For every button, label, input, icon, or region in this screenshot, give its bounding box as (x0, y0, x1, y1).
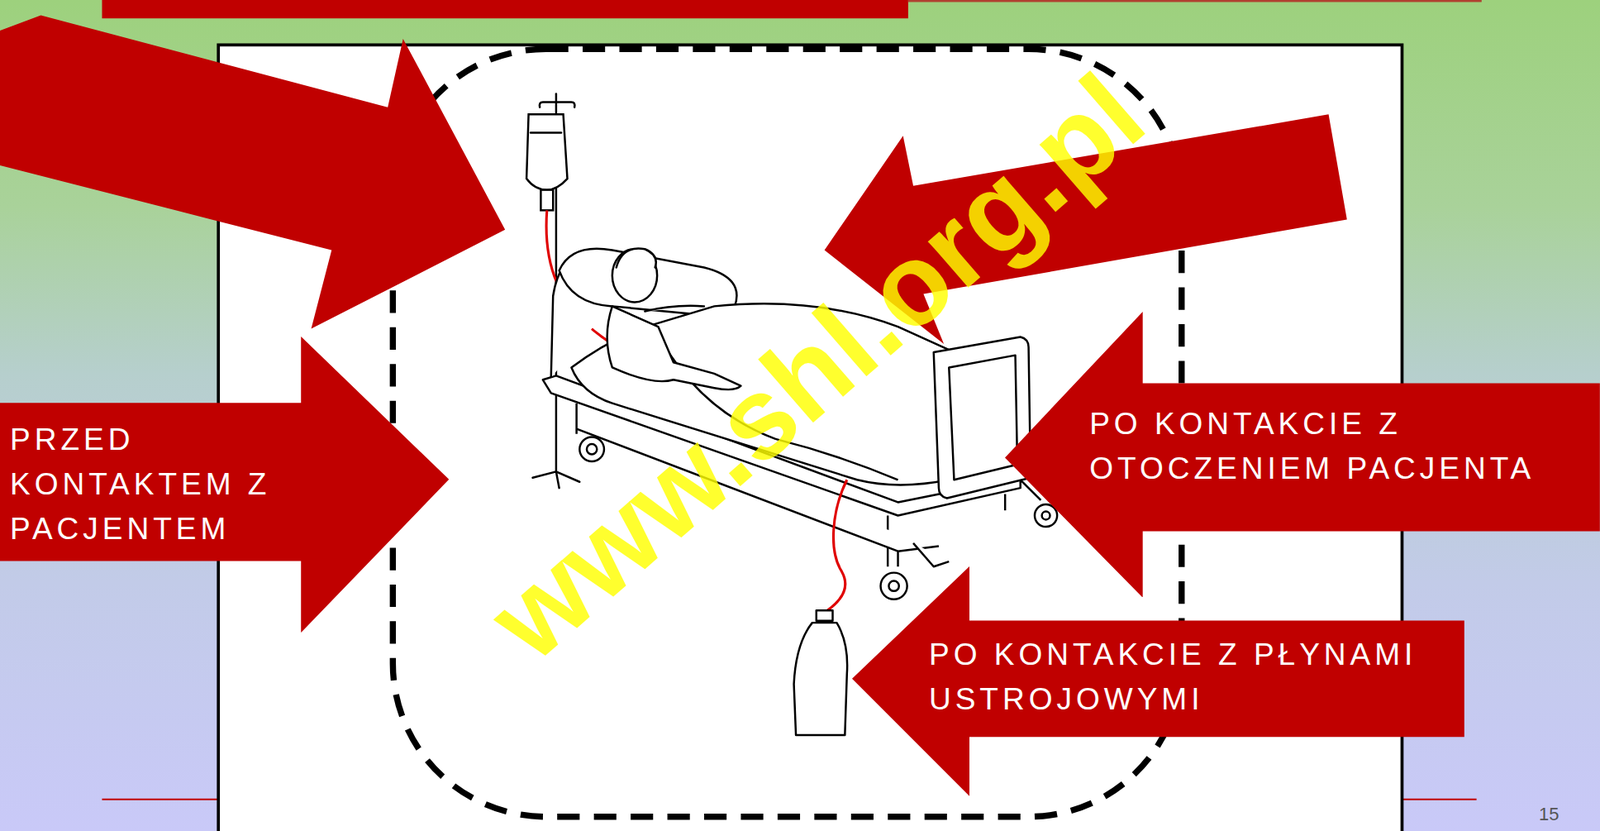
arrow-shape (852, 566, 1465, 796)
arrow-label: PRZED KONTAKTEM Z PACJENTEM (9, 417, 310, 552)
arrow-label: PO KONTAKCIE Z OTOCZENIEM PACJENTA (1089, 401, 1590, 491)
arrow-box: PO KONTAKCIE Z PŁYNAMI USTROJOWYMI (852, 566, 1465, 796)
page-number: 15 (1538, 803, 1559, 825)
arrow-label: PO KONTAKCIE Z PŁYNAMI USTROJOWYMI (928, 632, 1438, 722)
watermark: www.shl.org.pl (463, 47, 1170, 686)
arrow-box: PO KONTAKCIE Z OTOCZENIEM PACJENTA (1004, 311, 1600, 598)
arrow-box: PRZED KONTAKTEM Z PACJENTEM (0, 336, 449, 633)
